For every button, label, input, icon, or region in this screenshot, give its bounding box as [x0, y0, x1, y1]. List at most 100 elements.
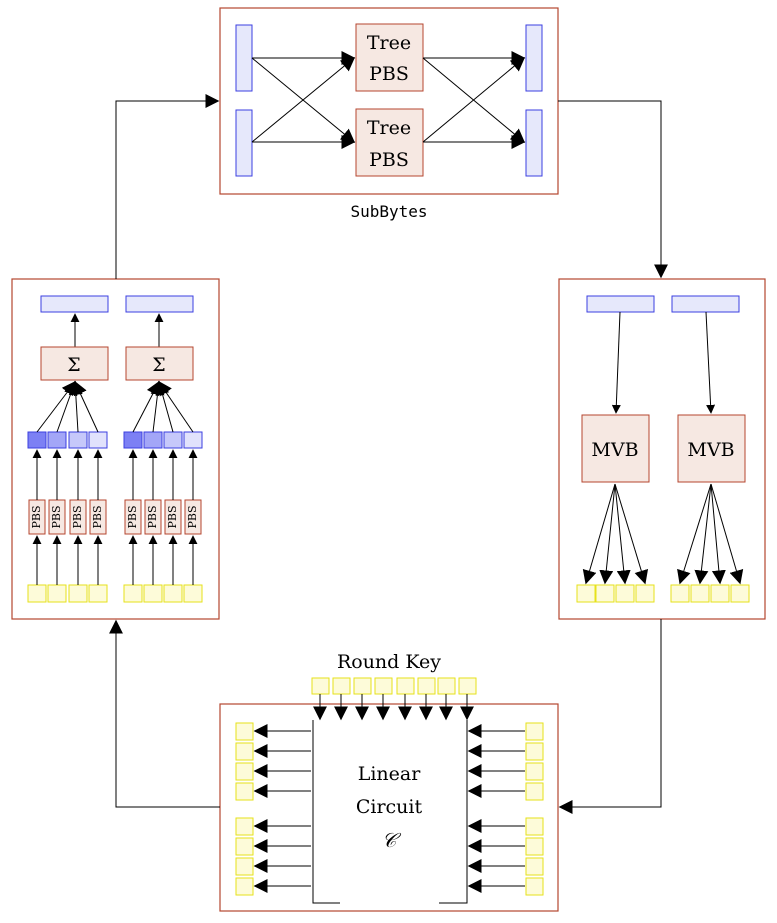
arrow-to-mvb-right [705, 311, 716, 414]
arrow-mvb-to-byte-right-4 [710, 483, 744, 585]
arrow-to-mvb-left [611, 311, 621, 414]
output-register-top [525, 24, 543, 92]
linear-output-byte-3 [235, 762, 254, 781]
linear-output-byte-7 [235, 857, 254, 876]
linear-output-byte-6 [235, 837, 254, 856]
sigma-right-label: Σ [152, 354, 165, 376]
linear-input-byte-2 [525, 742, 544, 761]
mvb-output-byte-left-3 [615, 584, 635, 603]
linear-circuit-line2: Circuit [356, 796, 423, 818]
sigma-box-left: Σ [40, 346, 109, 381]
sigma-box-right: Σ [125, 346, 194, 381]
round-key-byte-4 [374, 677, 393, 695]
pbs-label-right-4: PBS [186, 505, 199, 528]
mvb-output-byte-right-1 [670, 584, 690, 603]
arrow-mvb-to-byte-left-2 [599, 483, 616, 585]
output-register-bottom [525, 109, 543, 177]
arrow-bit-to-sigma-right-1 [132, 380, 160, 433]
agg-input-byte-right-4 [183, 584, 203, 603]
arrow-bit-to-sigma-right-3 [155, 380, 174, 433]
pbs-label-left-2: PBS [50, 505, 63, 528]
linear-output-byte-1 [235, 722, 254, 741]
weighted-bit-left-3 [68, 431, 88, 449]
linear-output-byte-4 [235, 782, 254, 801]
round-key-label: Round Key [337, 651, 441, 673]
agg-input-byte-left-1 [27, 584, 47, 603]
subbytes-panel: Tree PBS Tree PBS SubBytes [219, 7, 559, 221]
round-key-byte-6 [417, 677, 436, 695]
mvb-output-byte-right-3 [710, 584, 730, 603]
mvb-frame [558, 278, 766, 620]
linear-input-byte-8 [525, 877, 544, 896]
circuit-right-bracket [439, 720, 468, 904]
arrow-mvb-to-byte-left-3 [614, 483, 631, 585]
linear-output-byte-8 [235, 877, 254, 896]
arrow-bit-to-sigma-left-2 [56, 380, 78, 433]
agg-input-byte-left-3 [68, 584, 88, 603]
agg-input-byte-left-2 [47, 584, 67, 603]
pbs-label-left-3: PBS [71, 505, 84, 528]
tree-pbs-bottom-line1: Tree [367, 117, 411, 139]
tree-pbs-top-line1: Tree [367, 32, 411, 54]
round-key-byte-8 [458, 677, 477, 695]
round-key-byte-5 [396, 677, 415, 695]
arrow-tree-bottom-to-out-top [422, 57, 526, 143]
linear-panel: Round Key Linear Circuit 𝒞 [219, 651, 559, 912]
linear-circuit-line1: Linear [358, 763, 422, 785]
linear-input-byte-3 [525, 762, 544, 781]
agg-output-register-left [40, 295, 109, 313]
weighted-bit-left-1 [27, 431, 47, 449]
arrow-mvb-to-byte-left-1 [582, 483, 616, 585]
input-register-bottom [235, 109, 253, 177]
tree-pbs-bottom-line2: PBS [369, 149, 409, 171]
agg-input-byte-right-1 [123, 584, 143, 603]
pbs-label-right-3: PBS [166, 505, 179, 528]
arrow-subbytes-to-mvb [558, 100, 668, 279]
input-register-top [235, 24, 253, 92]
arrow-bit-to-sigma-left-4 [73, 380, 99, 433]
arrow-aggregation-to-subbytes [115, 94, 220, 279]
linear-input-byte-1 [525, 722, 544, 741]
agg-input-byte-right-3 [163, 584, 183, 603]
tree-pbs-box-top: Tree PBS [355, 23, 424, 92]
arrow-mvb-to-linear [558, 619, 662, 814]
mvb-right-label: MVB [687, 439, 734, 461]
weighted-bit-right-3 [163, 431, 183, 449]
linear-output-byte-2 [235, 742, 254, 761]
round-key-byte-2 [332, 677, 351, 695]
arrow-mvb-to-byte-right-1 [677, 483, 712, 585]
arrow-bit-to-sigma-left-1 [36, 380, 76, 433]
mvb-output-byte-right-2 [690, 584, 710, 603]
round-key-byte-1 [311, 677, 330, 695]
circuit-left-bracket [312, 720, 340, 904]
mvb-output-byte-right-4 [730, 584, 750, 603]
round-key-byte-7 [437, 677, 456, 695]
loop-connectors [109, 94, 668, 814]
aggregation-frame [11, 278, 220, 620]
mvb-input-register-left [586, 295, 655, 313]
weighted-bit-right-1 [123, 431, 143, 449]
linear-io [235, 722, 544, 896]
circuit-body [312, 720, 468, 904]
weighted-bit-right-2 [143, 431, 163, 449]
mvb-output-byte-left-4 [635, 584, 655, 603]
pbs-label-right-1: PBS [126, 505, 139, 528]
round-key-bytes [311, 677, 477, 721]
agg-input-byte-right-2 [143, 584, 163, 603]
tree-pbs-box-bottom: Tree PBS [355, 108, 424, 177]
arrow-bit-to-sigma-left-3 [68, 380, 83, 433]
pbs-label-left-4: PBS [91, 505, 104, 528]
agg-input-byte-left-4 [88, 584, 108, 603]
mvb-box-right: MVB [677, 414, 746, 483]
mvb-input-register-right [671, 295, 740, 313]
linear-input-byte-6 [525, 837, 544, 856]
arrow-bit-to-sigma-right-4 [158, 380, 194, 433]
linear-input-byte-4 [525, 782, 544, 801]
mvb-box-left: MVB [581, 414, 650, 483]
arrow-mvb-to-byte-left-4 [614, 483, 649, 585]
mvb-left-label: MVB [591, 439, 638, 461]
weighted-bit-right-4 [183, 431, 203, 449]
